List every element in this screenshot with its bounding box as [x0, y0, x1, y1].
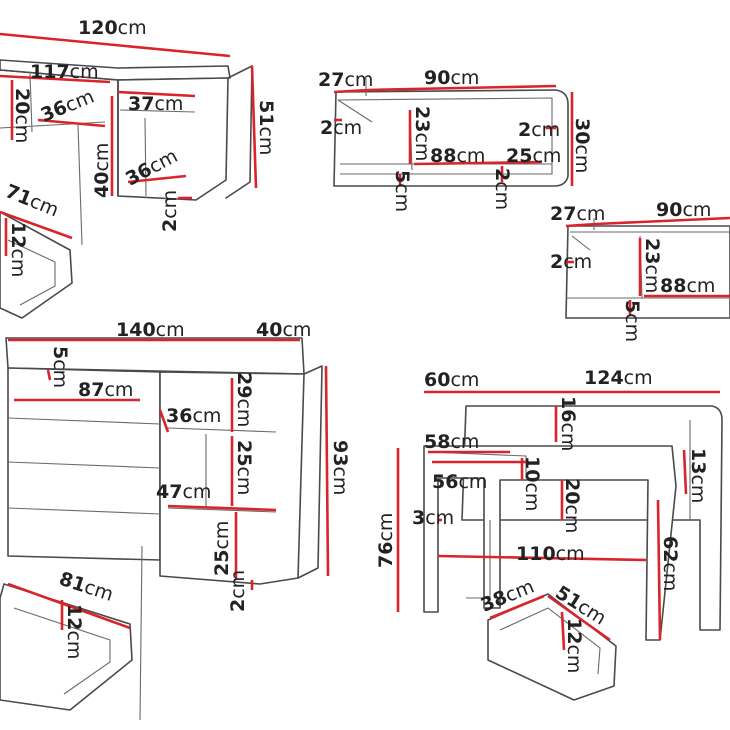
- dim-label: 60cm: [424, 369, 479, 391]
- dim-label: 20cm: [561, 478, 583, 533]
- dim-label: 29cm: [233, 372, 255, 427]
- dim-label: 23cm: [411, 106, 433, 161]
- dim-label: 2cm: [159, 190, 181, 232]
- desk-drawing: [423, 405, 723, 701]
- dim-label: 12cm: [63, 604, 85, 659]
- dim-label: 62cm: [659, 536, 681, 591]
- dim-label: 10cm: [521, 456, 543, 511]
- dim-label: 5cm: [391, 170, 413, 212]
- dim-label: 51cm: [255, 100, 277, 155]
- dim-label: 27cm: [550, 203, 605, 225]
- wall-shelf-1-dimensions: [333, 84, 574, 186]
- dim-label: 30cm: [571, 118, 593, 173]
- dim-label: 12cm: [563, 618, 585, 673]
- tv-cabinet-drawing: [0, 59, 253, 319]
- dim-label: 25cm: [233, 440, 255, 495]
- dim-label: 90cm: [656, 199, 711, 221]
- dim-label: 25cm: [211, 521, 233, 576]
- dim-label: 90cm: [424, 67, 479, 89]
- dim-label: 76cm: [375, 513, 397, 568]
- dim-label: 110cm: [516, 543, 585, 565]
- dim-label: 140cm: [116, 319, 185, 341]
- dim-label: 120cm: [78, 17, 147, 39]
- wall-shelf-2-labels: 27cm 90cm 2cm 23cm 88cm 5cm: [550, 199, 715, 342]
- dim-label: 2cm: [227, 570, 249, 612]
- sideboard-labels: 140cm 40cm 5cm 87cm 29cm 36cm 25cm 93cm …: [49, 319, 351, 659]
- dim-label: 37cm: [128, 93, 183, 115]
- dim-label: 81cm: [56, 568, 116, 606]
- dim-label: 5cm: [621, 300, 643, 342]
- dim-label: 12cm: [7, 222, 29, 277]
- dim-label: 36cm: [38, 85, 98, 126]
- dim-label: 117cm: [30, 61, 99, 83]
- dim-label: 88cm: [430, 145, 485, 167]
- sideboard-drawing: [0, 337, 323, 721]
- dim-label: 40cm: [256, 319, 311, 341]
- dim-label: 25cm: [506, 145, 561, 167]
- dim-label: 58cm: [424, 431, 479, 453]
- dim-label: 87cm: [78, 379, 133, 401]
- desk-dimensions: [396, 390, 720, 651]
- dim-label: 3cm: [412, 507, 454, 529]
- dim-label: 16cm: [557, 396, 579, 451]
- dim-label: 5cm: [49, 346, 71, 388]
- dim-label: 47cm: [156, 481, 211, 503]
- tv-cabinet-dimensions: [0, 32, 258, 256]
- dim-label: 13cm: [687, 448, 709, 503]
- dim-label: 2cm: [491, 168, 513, 210]
- dim-label: 2cm: [550, 251, 592, 273]
- dim-label: 36cm: [166, 405, 221, 427]
- dim-label: 88cm: [660, 275, 715, 297]
- wall-shelf-2-dimensions: [565, 216, 730, 316]
- dim-label: 20cm: [11, 88, 33, 143]
- dim-label: 40cm: [91, 143, 113, 198]
- sideboard-dimensions: [7, 338, 330, 630]
- dim-label: 27cm: [318, 69, 373, 91]
- dim-label: 2cm: [320, 117, 362, 139]
- wall-shelf-1-labels: 27cm 90cm 2cm 23cm 2cm 30cm 88cm 25cm 5c…: [318, 67, 593, 212]
- desk-labels: 60cm 124cm 16cm 58cm 13cm 56cm 10cm 76cm…: [375, 367, 709, 673]
- dim-label: 93cm: [329, 440, 351, 495]
- dim-label: 23cm: [641, 238, 663, 293]
- dim-label: 2cm: [518, 119, 560, 141]
- dim-label: 124cm: [584, 367, 653, 389]
- dim-label: 56cm: [432, 471, 487, 493]
